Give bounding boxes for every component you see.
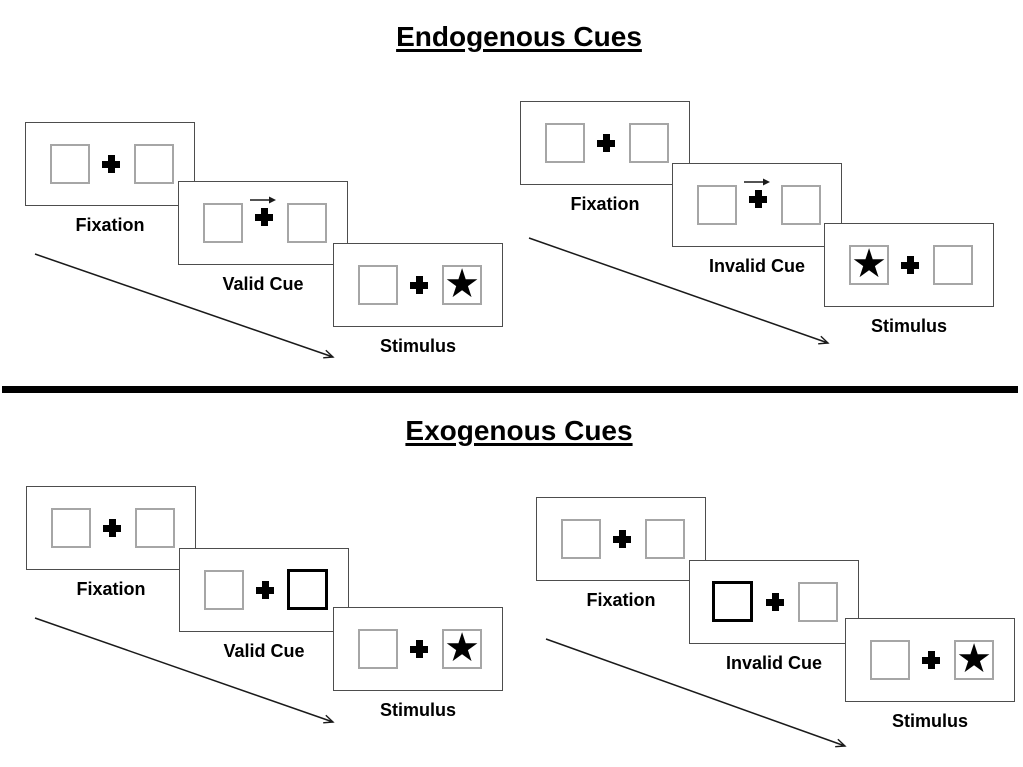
fixation-cross-icon xyxy=(901,256,919,274)
panel-label: Fixation xyxy=(586,590,656,610)
fixation-cross-icon xyxy=(410,640,428,658)
fixation-cross-icon xyxy=(613,530,631,548)
panel-label: Stimulus xyxy=(379,700,456,720)
invalid-cue-panel xyxy=(689,560,859,644)
left-placeholder-box xyxy=(50,144,90,184)
left-placeholder-box xyxy=(358,265,398,305)
valid-cue-panel xyxy=(179,548,349,632)
star-box: ★ xyxy=(954,636,994,682)
right-placeholder-box xyxy=(287,203,327,243)
left-placeholder-box xyxy=(204,570,244,610)
left-placeholder-box xyxy=(870,640,910,680)
timeline-arrow-icon xyxy=(34,617,335,724)
right-placeholder-box xyxy=(135,508,175,548)
fixation-cross-icon xyxy=(766,593,784,611)
star-icon: ★ xyxy=(956,636,992,682)
fixation-cross-icon xyxy=(597,134,615,152)
fixation-panel xyxy=(520,101,690,185)
left-placeholder-box xyxy=(358,629,398,669)
panel-label: Fixation xyxy=(570,194,640,214)
star-icon: ★ xyxy=(444,625,480,671)
fixation-panel xyxy=(26,486,196,570)
panel-label: Fixation xyxy=(76,579,146,599)
star-icon: ★ xyxy=(851,241,887,287)
fixation-cross-icon xyxy=(922,651,940,669)
cue-highlight-box xyxy=(712,581,753,622)
panel-label: Valid Cue xyxy=(223,641,305,661)
timeline-arrow-icon xyxy=(34,253,335,359)
star-box: ★ xyxy=(849,241,889,287)
cue-arrow-icon xyxy=(744,178,770,186)
fixation-cross-icon xyxy=(102,155,120,173)
fixation-cross-icon xyxy=(255,208,273,226)
panel-label: Invalid Cue xyxy=(708,256,806,276)
stimulus-panel: ★ xyxy=(845,618,1015,702)
left-placeholder-box xyxy=(545,123,585,163)
panel-label: Stimulus xyxy=(891,711,968,731)
left-placeholder-box xyxy=(203,203,243,243)
cue-highlight-box xyxy=(287,569,328,610)
panel-label: Valid Cue xyxy=(222,274,304,294)
panel-label: Fixation xyxy=(75,215,145,235)
fixation-panel xyxy=(536,497,706,581)
invalid-cue-panel xyxy=(672,163,842,247)
fixation-cross-icon xyxy=(103,519,121,537)
left-placeholder-box xyxy=(561,519,601,559)
star-box: ★ xyxy=(442,261,482,307)
timeline-arrow-icon xyxy=(528,237,830,345)
right-placeholder-box xyxy=(645,519,685,559)
star-box: ★ xyxy=(442,625,482,671)
fixation-panel xyxy=(25,122,195,206)
section-divider xyxy=(2,386,1018,393)
valid-cue-panel xyxy=(178,181,348,265)
left-placeholder-box xyxy=(697,185,737,225)
section-title: Exogenous Cues xyxy=(405,415,633,446)
left-placeholder-box xyxy=(51,508,91,548)
panel-label: Invalid Cue xyxy=(725,653,823,673)
fixation-cross-icon xyxy=(749,190,767,208)
panel-label: Stimulus xyxy=(870,316,947,336)
section-title: Endogenous Cues xyxy=(396,21,642,52)
cue-arrow-icon xyxy=(250,196,276,204)
timeline-arrow-icon xyxy=(545,638,847,748)
right-placeholder-box xyxy=(781,185,821,225)
stimulus-panel: ★ xyxy=(824,223,994,307)
panel-label: Stimulus xyxy=(379,336,456,356)
fixation-cross-icon xyxy=(256,581,274,599)
stimulus-panel: ★ xyxy=(333,607,503,691)
right-placeholder-box xyxy=(134,144,174,184)
stimulus-panel: ★ xyxy=(333,243,503,327)
right-placeholder-box xyxy=(933,245,973,285)
right-placeholder-box xyxy=(629,123,669,163)
fixation-cross-icon xyxy=(410,276,428,294)
star-icon: ★ xyxy=(444,261,480,307)
right-placeholder-box xyxy=(798,582,838,622)
